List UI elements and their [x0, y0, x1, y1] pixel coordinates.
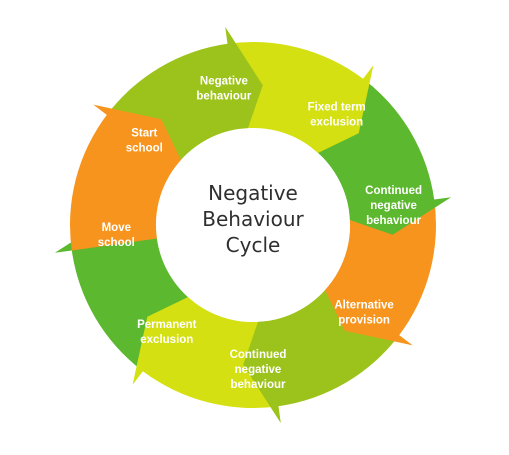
- cycle-arrow-5: [316, 199, 436, 346]
- cycle-step-1-label-line-1: Negative: [200, 76, 248, 88]
- cycle-step-4-label-line-1: Alternative: [334, 299, 393, 311]
- cycle-step-3-label-line-1: Continued: [365, 185, 422, 197]
- cycle-step-3-label-line-2: negative: [370, 200, 417, 212]
- center-label-line-2: Behaviour: [202, 207, 304, 231]
- cycle-step-7-label-line-1: Move: [102, 222, 131, 234]
- cycle-step-4-label-line-2: provision: [338, 314, 390, 326]
- cycle-arrow-3: [227, 42, 374, 162]
- cycle-step-2-label-line-1: Fixed term: [308, 102, 366, 114]
- cycle-step-2-label-line-2: exclusion: [310, 117, 363, 129]
- cycle-step-6-label-line-2: exclusion: [140, 334, 193, 346]
- cycle-step-5-label-line-2: negative: [235, 364, 282, 376]
- cycle-step-5-label-line-1: Continued: [230, 349, 287, 361]
- cycle-step-1-label-line-2: behaviour: [196, 91, 251, 103]
- cycle-step-3-label-line-3: behaviour: [366, 215, 421, 227]
- cycle-arrows: [54, 26, 452, 424]
- cycle-step-5-label-line-3: behaviour: [231, 379, 286, 391]
- center-label-line-3: Cycle: [226, 233, 281, 257]
- cycle-arrow-7: [132, 288, 279, 408]
- center-label-line-1: Negative: [208, 181, 298, 205]
- center-circle: [156, 128, 350, 322]
- cycle-step-6-label-line-1: Permanent: [137, 319, 197, 331]
- cycle-step-8-label-line-2: school: [126, 143, 163, 155]
- cycle-arrow-1: [70, 104, 190, 251]
- cycle-step-8-label-line-1: Start: [131, 128, 157, 140]
- cycle-step-7-label-line-2: school: [98, 237, 135, 249]
